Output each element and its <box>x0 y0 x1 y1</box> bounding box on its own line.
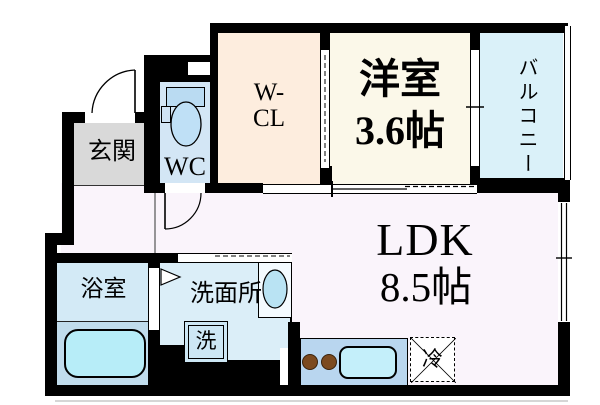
wall-hall-band-right <box>205 183 263 193</box>
wall-bath-top <box>45 253 178 263</box>
wcl-label-line1: W- <box>253 79 285 106</box>
wall-right-lower <box>558 322 570 396</box>
ldk-label: LDK <box>376 214 474 265</box>
wall-wc-west <box>144 55 160 193</box>
sliding-door-wcl-yoshitsu <box>320 50 330 168</box>
entrance-door-arc-icon <box>91 69 136 114</box>
toilet-icon <box>170 101 202 147</box>
wcl-label-line2: CL <box>253 105 285 132</box>
balcony-railing <box>564 26 571 180</box>
toilet-flush-handle <box>161 106 171 123</box>
wc-door-arc-icon <box>164 192 202 230</box>
washing-machine-inner <box>188 325 224 359</box>
washbasin-icon <box>262 269 288 309</box>
washroom-wall-gap <box>280 348 288 385</box>
western-room-size: 3.6帖 <box>355 108 445 153</box>
wall-yoshitsu-balcony-top <box>470 23 480 55</box>
kitchen-sink-icon <box>339 346 397 379</box>
stove-burner-right-icon <box>321 354 337 370</box>
wall-top <box>212 23 568 33</box>
refrigerator-box <box>410 337 456 383</box>
bathroom-label: 浴室 <box>80 276 127 301</box>
wall-balcony-bottom <box>472 178 568 193</box>
western-room-label: 洋室 <box>359 56 441 102</box>
window-yoshitsu-balcony <box>470 50 480 166</box>
sliding-door-washroom <box>178 253 292 263</box>
balcony-floor <box>480 33 563 178</box>
wall-genkan-top-right <box>135 112 147 123</box>
refrigerator-label: 冷 <box>422 347 443 371</box>
wall-left-lower <box>45 233 57 396</box>
wall-wc-east <box>210 23 218 193</box>
wall-yoshitsu-balcony-bottom <box>470 165 480 193</box>
wall-bottom <box>45 385 570 396</box>
entrance-door-opening <box>85 112 135 123</box>
wall-wcl-yoshitsu-top <box>320 23 330 50</box>
genkan-floor <box>74 122 150 186</box>
bathtub-icon <box>64 329 146 378</box>
stove-burner-left-icon <box>302 354 318 370</box>
washing-machine-label: 洗 <box>195 329 217 353</box>
wall-washroom-east <box>288 322 300 396</box>
balcony-label: バルコニー <box>515 57 537 177</box>
ldk-size: 8.5帖 <box>379 264 473 310</box>
wall-left-upper <box>62 112 74 243</box>
genkan-label: 玄関 <box>88 139 136 165</box>
western-room-floor <box>330 33 470 185</box>
wc-door-opening <box>165 183 205 193</box>
wall-notch <box>188 62 210 75</box>
bathroom-floor <box>57 263 150 321</box>
wall-hall-band-left <box>144 183 165 193</box>
bathroom-door-triangle-icon <box>160 268 182 286</box>
washing-machine-box <box>184 321 228 363</box>
wcl-floor <box>218 33 320 185</box>
wall-wcl-yoshitsu-pillar <box>320 166 332 185</box>
bathroom-door-opening <box>149 268 159 330</box>
wc-label: WC <box>164 152 206 181</box>
refrigerator-x-lines <box>411 338 456 383</box>
washroom-label: 洗面所 <box>190 281 262 307</box>
